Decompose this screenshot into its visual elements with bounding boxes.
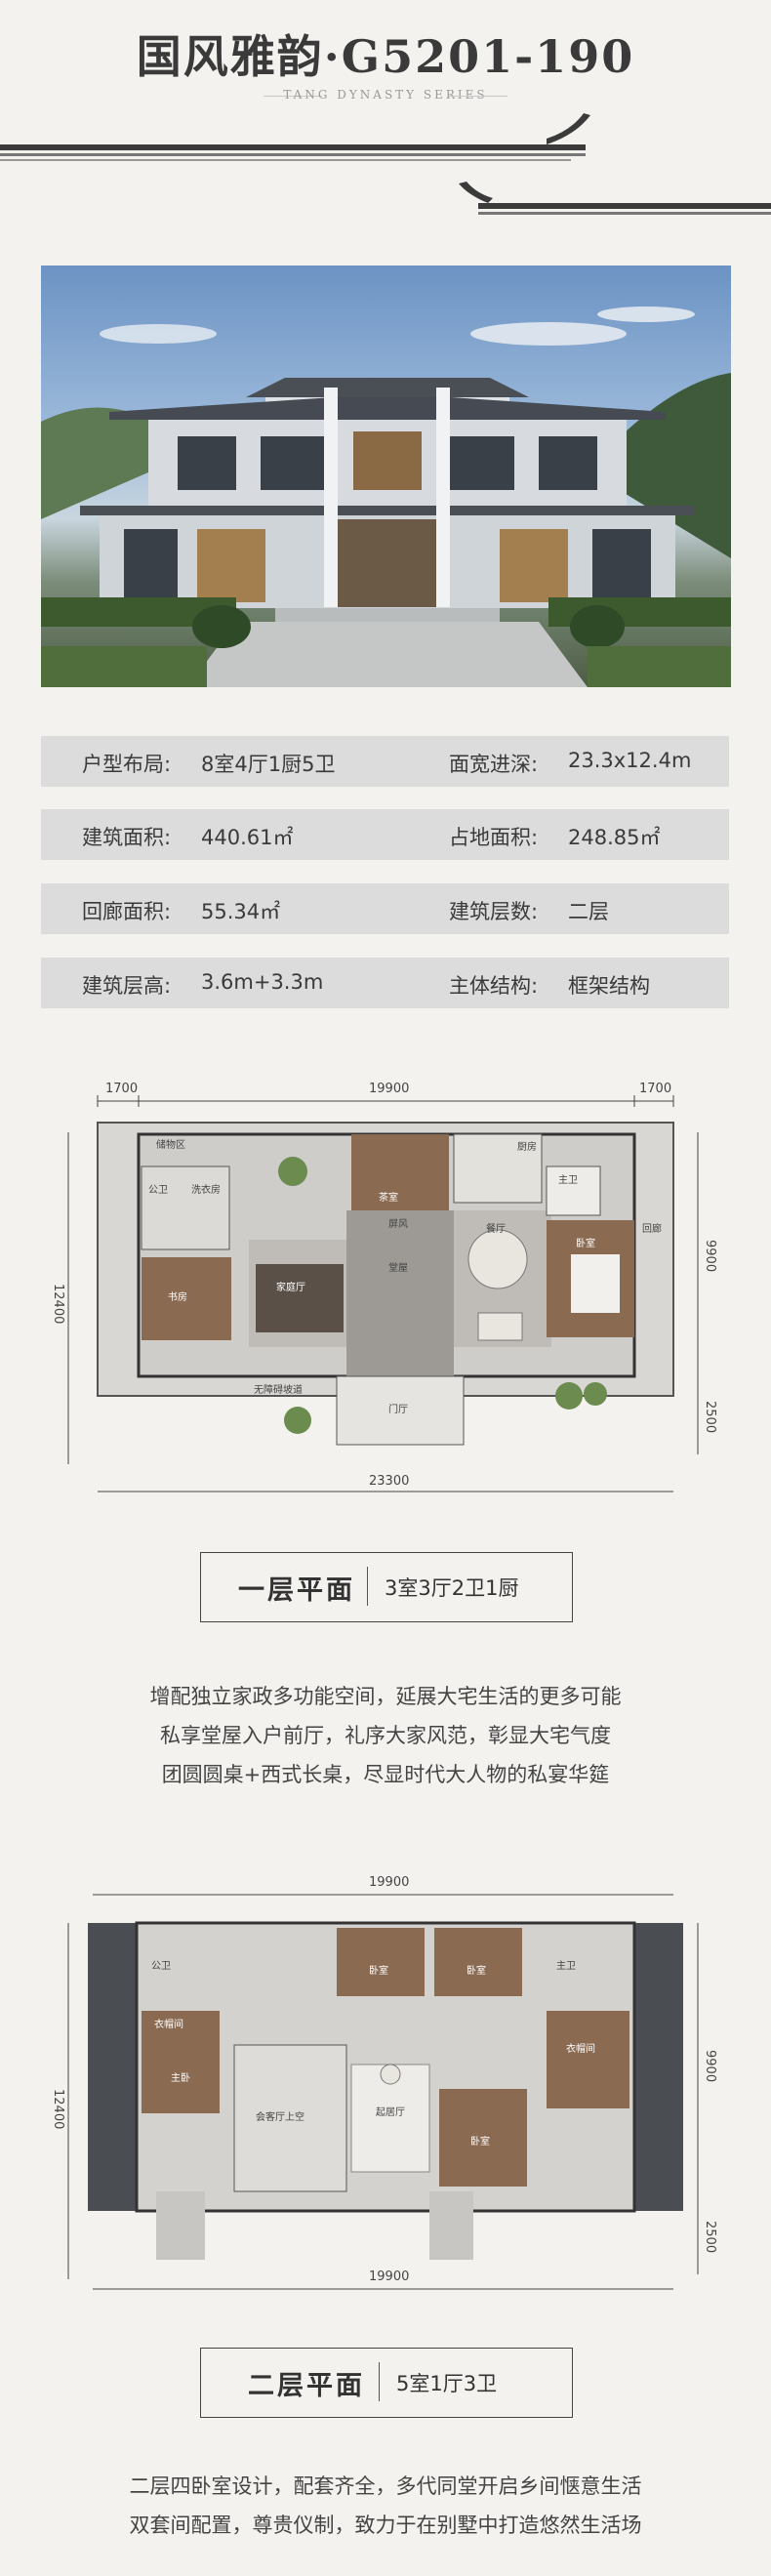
floor1-caption: 一层平面 3室3厅2卫1厨 [200,1552,573,1622]
spec-value: 248.85㎡ [568,826,661,849]
spec-value: 23.3x12.4m [568,749,692,772]
room-label: 回廊 [642,1224,662,1235]
villa-illustration [41,307,731,687]
room-label: 无障碍坡道 [254,1385,303,1396]
spec-label: 主体结构: [449,974,539,998]
floor1-caption-title: 一层平面 [238,1575,355,1606]
room-label: 储物区 [156,1140,185,1151]
spec-row-1: 户型布局: 8室4厅1厨5卫 面宽进深: 23.3x12.4m [41,736,729,787]
room-label: 衣帽间 [154,2020,183,2030]
spec-value: 440.61㎡ [201,826,294,849]
description-line: 二层四卧室设计，配套齐全，多代同堂开启乡间惬意生活 [129,2474,642,2498]
floor2-caption-title: 二层平面 [248,2371,365,2401]
spec-label: 占地面积: [449,826,539,849]
floor2-plan: 19900 12400 9900 2500 19900 公卫 主卫 衣帽间 卧室… [0,1869,771,2309]
room-label: 洗衣房 [191,1185,221,1196]
room-label: 主卫 [558,1175,578,1186]
dim-right: 1700 [639,1082,672,1096]
dim-top: 19900 [369,1875,410,1890]
room-label: 卧室 [470,2137,490,2147]
subtitle-divider-right [449,96,507,97]
caption-divider [379,2362,380,2401]
room-label: 会客厅上空 [256,2112,304,2123]
dim-depth: 9900 [703,2050,717,2083]
room-label: 起居厅 [376,2107,405,2118]
spec-label: 面宽进深: [449,753,539,776]
room-label: 主卧 [171,2073,190,2084]
floor2-caption-sub: 5室1厅3卫 [396,2372,498,2395]
dim-bottom: 19900 [369,2269,410,2284]
floor1-plan: 1700 19900 1700 12400 9900 2500 23300 储物… [0,1074,771,1503]
dim-porch: 2500 [703,2221,717,2254]
floor2-plan-drawing [67,1894,699,2290]
spec-label: 回廊面积: [82,900,172,923]
room-label: 卧室 [467,1966,486,1977]
dim-total: 23300 [369,1474,410,1489]
room-label: 茶室 [379,1193,398,1204]
page-title: 国风雅韵·G5201-190 [136,30,635,83]
spec-row-2: 建筑面积: 440.61㎡ 占地面积: 248.85㎡ [41,809,729,860]
spec-label: 建筑层数: [449,900,539,923]
spec-row-4: 建筑层高: 3.6m+3.3m 主体结构: 框架结构 [41,958,729,1008]
spec-value: 55.34㎡ [201,900,281,923]
room-label: 公卫 [151,1961,171,1972]
spec-value: 3.6m+3.3m [201,970,324,994]
room-label: 书房 [168,1292,187,1303]
spec-value: 8室4厅1厨5卫 [201,753,336,776]
villa-rendering [41,266,731,687]
floor1-description: 增配独立家政多功能空间，延展大宅生活的更多可能 私享堂屋入户前厅，礼序大家风范，… [0,1677,771,1794]
room-label: 卧室 [369,1966,388,1977]
floor2-description: 二层四卧室设计，配套齐全，多代同堂开启乡间惬意生活 双套间配置，尊贵仪制，致力于… [0,2467,771,2545]
dim-height: 12400 [51,1284,65,1325]
dim-height: 12400 [51,2089,65,2130]
spec-label: 建筑面积: [82,826,172,849]
dim-middle: 19900 [369,1082,410,1096]
dim-porch: 2500 [703,1401,717,1434]
floor2-caption: 二层平面 5室1厅3卫 [200,2348,573,2418]
description-line: 私享堂屋入户前厅，礼序大家风范，彰显大宅气度 [160,1724,611,1747]
room-label: 厨房 [517,1142,537,1153]
spec-label: 户型布局: [82,753,172,776]
floor1-plan-drawing [67,1095,699,1492]
spec-value: 框架结构 [568,974,650,998]
roof-eave-ornament [0,113,771,215]
description-line: 团圆圆桌+西式长桌，尽显时代大人物的私宴华筵 [161,1763,610,1786]
description-line: 增配独立家政多功能空间，延展大宅生活的更多可能 [149,1685,622,1708]
room-label: 屏风 [388,1219,408,1230]
spec-label: 建筑层高: [82,974,172,998]
page-subtitle: TANG DYNASTY SERIES [283,88,488,102]
room-label: 门厅 [388,1405,408,1415]
room-label: 衣帽间 [566,2044,595,2055]
room-label: 卧室 [576,1239,595,1249]
description-line: 双套间配置，尊贵仪制，致力于在别墅中打造悠然生活场 [129,2514,642,2537]
room-label: 公卫 [148,1185,168,1196]
room-label: 堂屋 [388,1263,408,1274]
dim-depth: 9900 [703,1240,717,1273]
caption-divider [367,1567,368,1606]
room-label: 家庭厅 [276,1283,305,1293]
dim-left: 1700 [105,1082,139,1096]
spec-value: 二层 [568,900,609,923]
floor1-caption-sub: 3室3厅2卫1厨 [385,1576,519,1600]
room-label: 主卫 [556,1961,576,1972]
subtitle-divider-left [264,96,322,97]
room-label: 餐厅 [486,1224,506,1235]
spec-row-3: 回廊面积: 55.34㎡ 建筑层数: 二层 [41,883,729,934]
